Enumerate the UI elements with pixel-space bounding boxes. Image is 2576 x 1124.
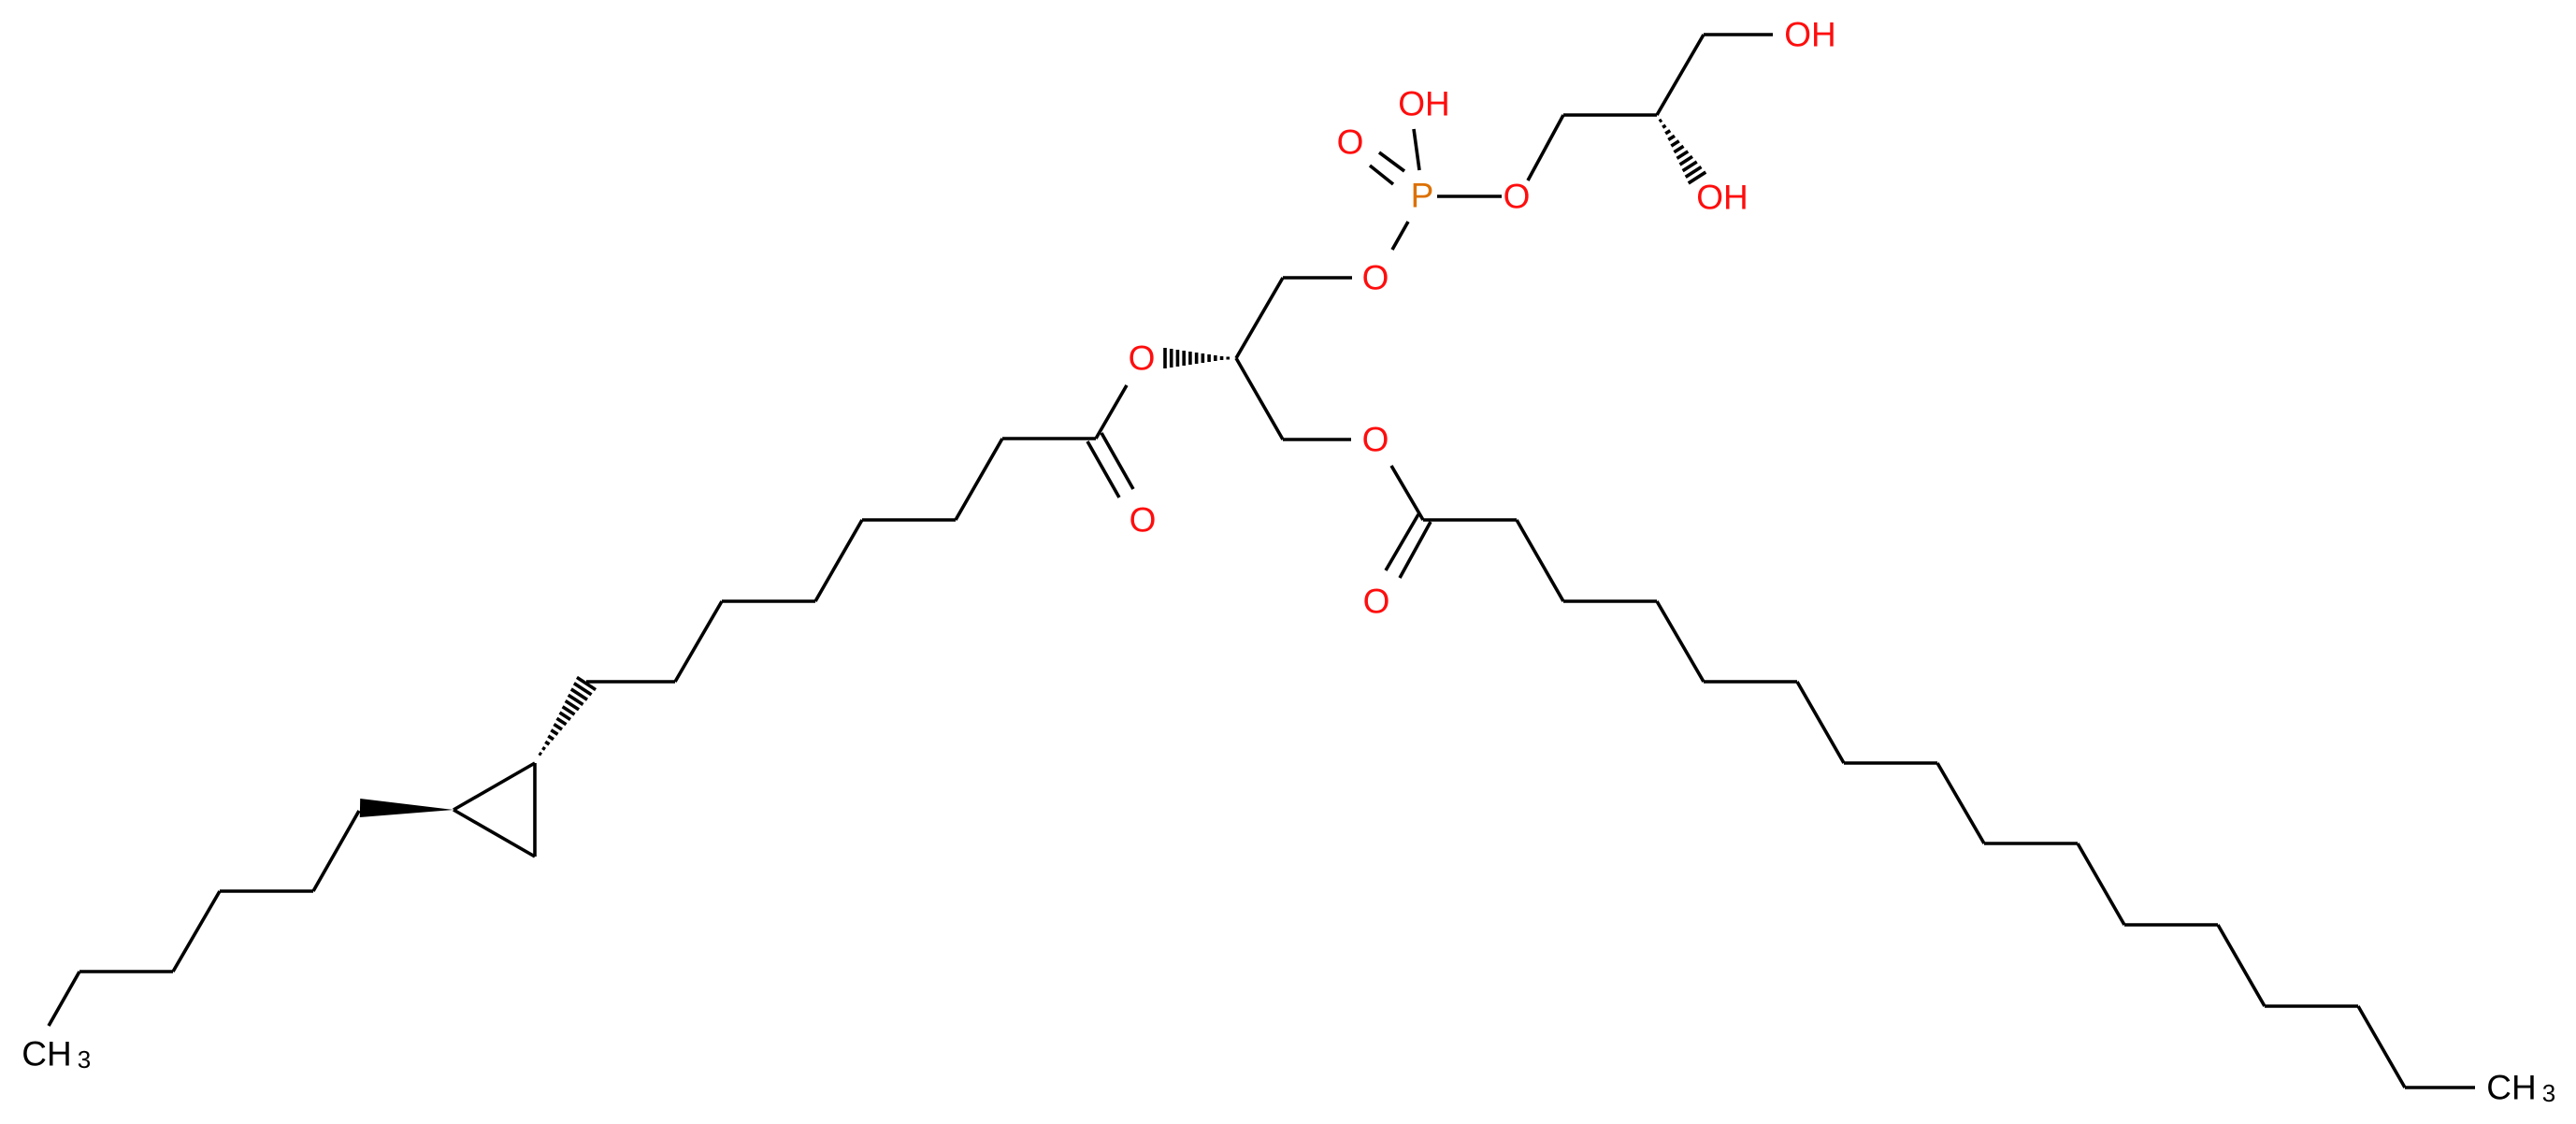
- single-bond: [1412, 128, 1421, 171]
- single-bond: [813, 519, 864, 602]
- atom-labels: OH OH OH O P O O O O O O CH 3 CH 3: [22, 16, 2555, 1108]
- solid-wedge: [359, 799, 453, 817]
- single-bond: [2076, 843, 2126, 926]
- phosphate-hydroxyl-label: OH: [1398, 85, 1450, 123]
- single-bond: [1234, 357, 1285, 440]
- solid-wedge-bonds: [359, 799, 453, 817]
- single-bond: [2216, 924, 2267, 1007]
- sn2-ester-oxygen: O: [1129, 339, 1156, 378]
- hashed-wedge: [1163, 348, 1230, 368]
- single-bond: [171, 890, 222, 973]
- methyl-subscript-left: 3: [78, 1045, 91, 1074]
- single-bond: [2356, 1005, 2407, 1088]
- sn1-ester-oxygen: O: [1362, 421, 1389, 459]
- single-bond: [453, 761, 536, 812]
- single-bond: [1526, 114, 1565, 181]
- single-bond: [1655, 34, 1705, 116]
- single-bond: [1936, 762, 1986, 844]
- single-bond: [311, 810, 361, 892]
- hashed-wedge-bonds: [538, 118, 1707, 757]
- single-bond: [47, 971, 81, 1027]
- single-bond: [1515, 519, 1565, 602]
- single-bond: [1795, 681, 1846, 764]
- single-bond: [453, 808, 536, 858]
- single-bond: [954, 438, 1004, 521]
- methyl-subscript-right: 3: [2542, 1079, 2555, 1107]
- double-bond: [1368, 151, 1406, 186]
- methyl-label-left: CH: [22, 1035, 71, 1074]
- methyl-label-right: CH: [2486, 1069, 2536, 1107]
- sn1-carbonyl-oxygen: O: [1363, 583, 1390, 621]
- phosphoryl-oxygen-label: O: [1337, 123, 1364, 162]
- phosphate-ester-oxygen-right: O: [1504, 178, 1531, 216]
- single-bond: [1655, 600, 1705, 683]
- single-bond: [1389, 465, 1425, 521]
- double-bond: [1086, 432, 1135, 498]
- double-bonds: [1086, 151, 1432, 579]
- single-bond: [1094, 384, 1129, 440]
- hashed-wedge: [538, 675, 597, 757]
- sn2-carbonyl-oxygen: O: [1130, 501, 1157, 540]
- hydroxyl-label-primary: OH: [1784, 16, 1836, 54]
- single-bond: [673, 600, 724, 683]
- single-bond: [1234, 277, 1285, 359]
- hydroxyl-label-secondary: OH: [1696, 179, 1749, 217]
- single-bonds: [47, 33, 2475, 1089]
- double-bond: [1384, 513, 1432, 579]
- phosphorus-label: P: [1411, 177, 1434, 215]
- single-bond: [1390, 221, 1410, 251]
- hashed-wedge: [1658, 118, 1707, 185]
- phosphate-ester-oxygen-lower: O: [1362, 259, 1389, 297]
